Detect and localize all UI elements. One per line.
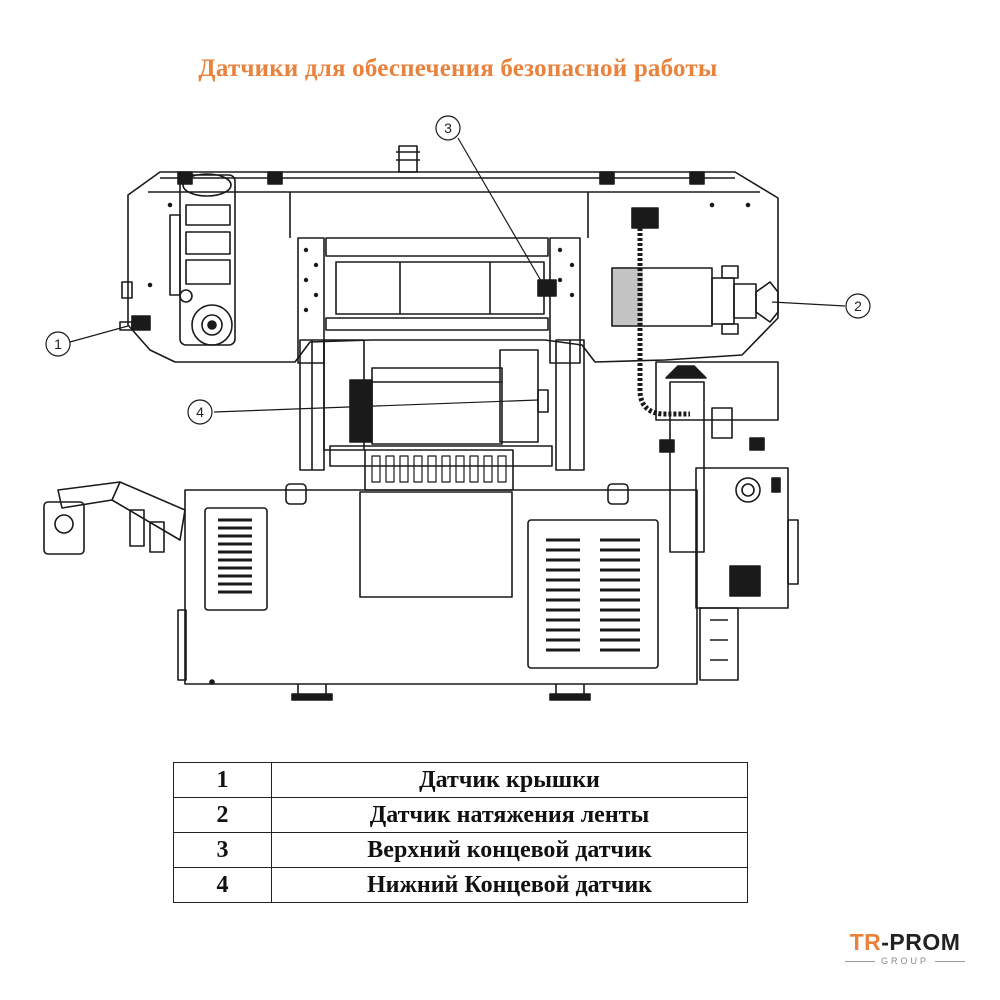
page-title: Датчики для обеспечения безопасной работ… <box>198 55 718 82</box>
legend-text: Датчик натяжения ленты <box>271 797 748 833</box>
guide-frame <box>297 237 585 471</box>
hydraulic-cylinder <box>655 361 779 553</box>
logo-wordmark: TR-PROM <box>842 928 968 956</box>
legend-text: Нижний Концевой датчик <box>271 867 748 903</box>
callout-2-label: 2 <box>854 298 862 314</box>
vise-assembly <box>323 339 553 491</box>
callout-3: 3 <box>435 115 461 141</box>
logo-subtitle: GROUP <box>880 956 929 966</box>
callout-1: 1 <box>45 331 71 357</box>
cover-sensor <box>119 281 151 331</box>
callout-4-label: 4 <box>196 404 204 420</box>
table-row: 1 Датчик крышки <box>173 762 748 798</box>
logo-prefix: TR <box>849 929 882 955</box>
sensor-legend-table: 1 Датчик крышки 2 Датчик натяжения ленты… <box>173 762 748 903</box>
legend-number: 1 <box>173 762 272 798</box>
legend-number: 4 <box>173 867 272 903</box>
logo-sub-row: GROUP <box>842 956 968 966</box>
legend-number: 3 <box>173 832 272 868</box>
tr-prom-logo: TR-PROM GROUP <box>842 928 968 966</box>
blade-tension-assembly <box>611 207 779 417</box>
electrical-box <box>695 467 799 681</box>
table-row: 3 Верхний концевой датчик <box>173 832 748 868</box>
logo-main-text: -PROM <box>881 929 961 955</box>
legend-number: 2 <box>173 797 272 833</box>
legend-text: Датчик крышки <box>271 762 748 798</box>
logo-divider-left <box>844 960 875 962</box>
drive-motor <box>169 173 236 346</box>
legend-text: Верхний концевой датчик <box>271 832 748 868</box>
band-saw-machine-drawing: 1 2 3 4 <box>43 115 871 701</box>
callout-4: 4 <box>187 399 213 425</box>
coolant-outlet <box>43 481 186 555</box>
base-cabinet <box>177 483 698 701</box>
callout-2: 2 <box>845 293 871 319</box>
table-row: 4 Нижний Концевой датчик <box>173 867 748 903</box>
table-row: 2 Датчик натяжения ленты <box>173 797 748 833</box>
logo-divider-right <box>935 960 965 962</box>
callout-1-label: 1 <box>54 336 62 352</box>
callout-leaders <box>69 137 846 413</box>
callout-3-label: 3 <box>444 120 452 136</box>
saw-head-housing <box>127 145 779 363</box>
